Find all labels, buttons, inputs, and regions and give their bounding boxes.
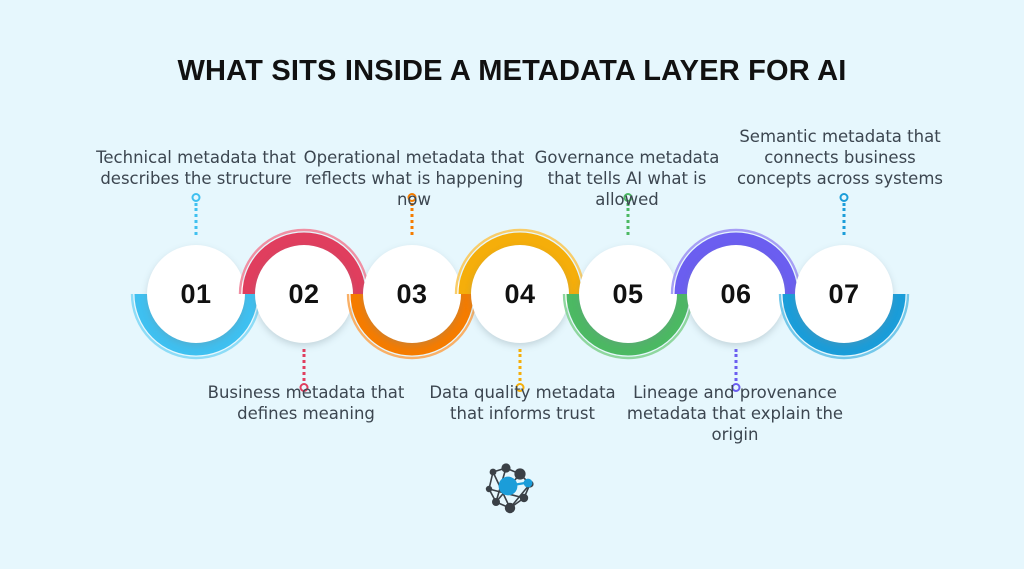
step-disc-05 xyxy=(579,245,677,343)
step-node-03[interactable]: 03 xyxy=(346,245,478,360)
step-connector-03 xyxy=(402,193,422,245)
step-connector-02 xyxy=(294,345,314,401)
step-disc-03 xyxy=(363,245,461,343)
step-disc-01 xyxy=(147,245,245,343)
step-disc-04 xyxy=(471,245,569,343)
connector-ring xyxy=(731,383,741,392)
step-disc-02 xyxy=(255,245,353,343)
step-number-01: 01 xyxy=(180,278,212,309)
step-connector-01 xyxy=(186,193,206,245)
step-disc-06 xyxy=(687,245,785,343)
connector-ring xyxy=(623,193,633,202)
connector-dotted-line xyxy=(410,203,414,235)
connector-ring xyxy=(839,193,849,202)
step-arc-04 xyxy=(454,228,586,295)
connector-ring xyxy=(191,193,201,202)
step-connector-06 xyxy=(726,345,746,401)
step-number-06: 06 xyxy=(720,278,752,309)
step-node-04[interactable]: 04 xyxy=(454,228,586,343)
step-node-01[interactable]: 01 xyxy=(130,245,262,360)
step-label-07: Semantic metadata that connects business… xyxy=(736,127,944,188)
step-number-02: 02 xyxy=(288,278,320,309)
connector-dotted-line xyxy=(734,349,738,381)
step-label-06: Lineage and provenance metadata that exp… xyxy=(626,383,844,444)
step-arc-05 xyxy=(562,293,694,360)
connector-ring xyxy=(299,383,309,392)
step-node-06[interactable]: 06 xyxy=(670,228,802,343)
step-label-02: Business metadata that defines meaning xyxy=(207,383,405,423)
step-disc-07 xyxy=(795,245,893,343)
step-number-07: 07 xyxy=(828,278,860,309)
step-label-03: Operational metadata that reflects what … xyxy=(303,148,525,209)
step-connector-05 xyxy=(618,193,638,245)
step-arc-06 xyxy=(670,228,802,295)
connector-dotted-line xyxy=(194,203,198,235)
step-arc-02 xyxy=(238,228,370,295)
step-arc-07 xyxy=(778,293,910,360)
connector-dotted-line xyxy=(626,203,630,235)
step-label-01: Technical metadata that describes the st… xyxy=(96,148,296,188)
connector-ring xyxy=(515,383,525,392)
step-label-04: Data quality metadata that informs trust xyxy=(429,383,616,423)
step-number-05: 05 xyxy=(612,278,644,309)
step-arc-01 xyxy=(130,293,262,360)
step-arc-03 xyxy=(346,293,478,360)
step-label-05: Governance metadata that tells AI what i… xyxy=(534,148,720,209)
step-node-07[interactable]: 07 xyxy=(778,245,910,360)
page-title: WHAT SITS INSIDE A METADATA LAYER FOR AI xyxy=(177,55,847,87)
connector-dotted-line xyxy=(302,349,306,381)
step-node-05[interactable]: 05 xyxy=(562,245,694,360)
connector-dotted-line xyxy=(842,203,846,235)
step-node-02[interactable]: 02 xyxy=(238,228,370,343)
step-number-03: 03 xyxy=(396,278,428,309)
connector-ring xyxy=(407,193,417,202)
step-connector-07 xyxy=(834,193,854,245)
network-nodes-logo xyxy=(485,463,534,514)
step-connector-04 xyxy=(510,345,530,401)
step-number-04: 04 xyxy=(504,278,536,309)
connector-dotted-line xyxy=(518,349,522,381)
